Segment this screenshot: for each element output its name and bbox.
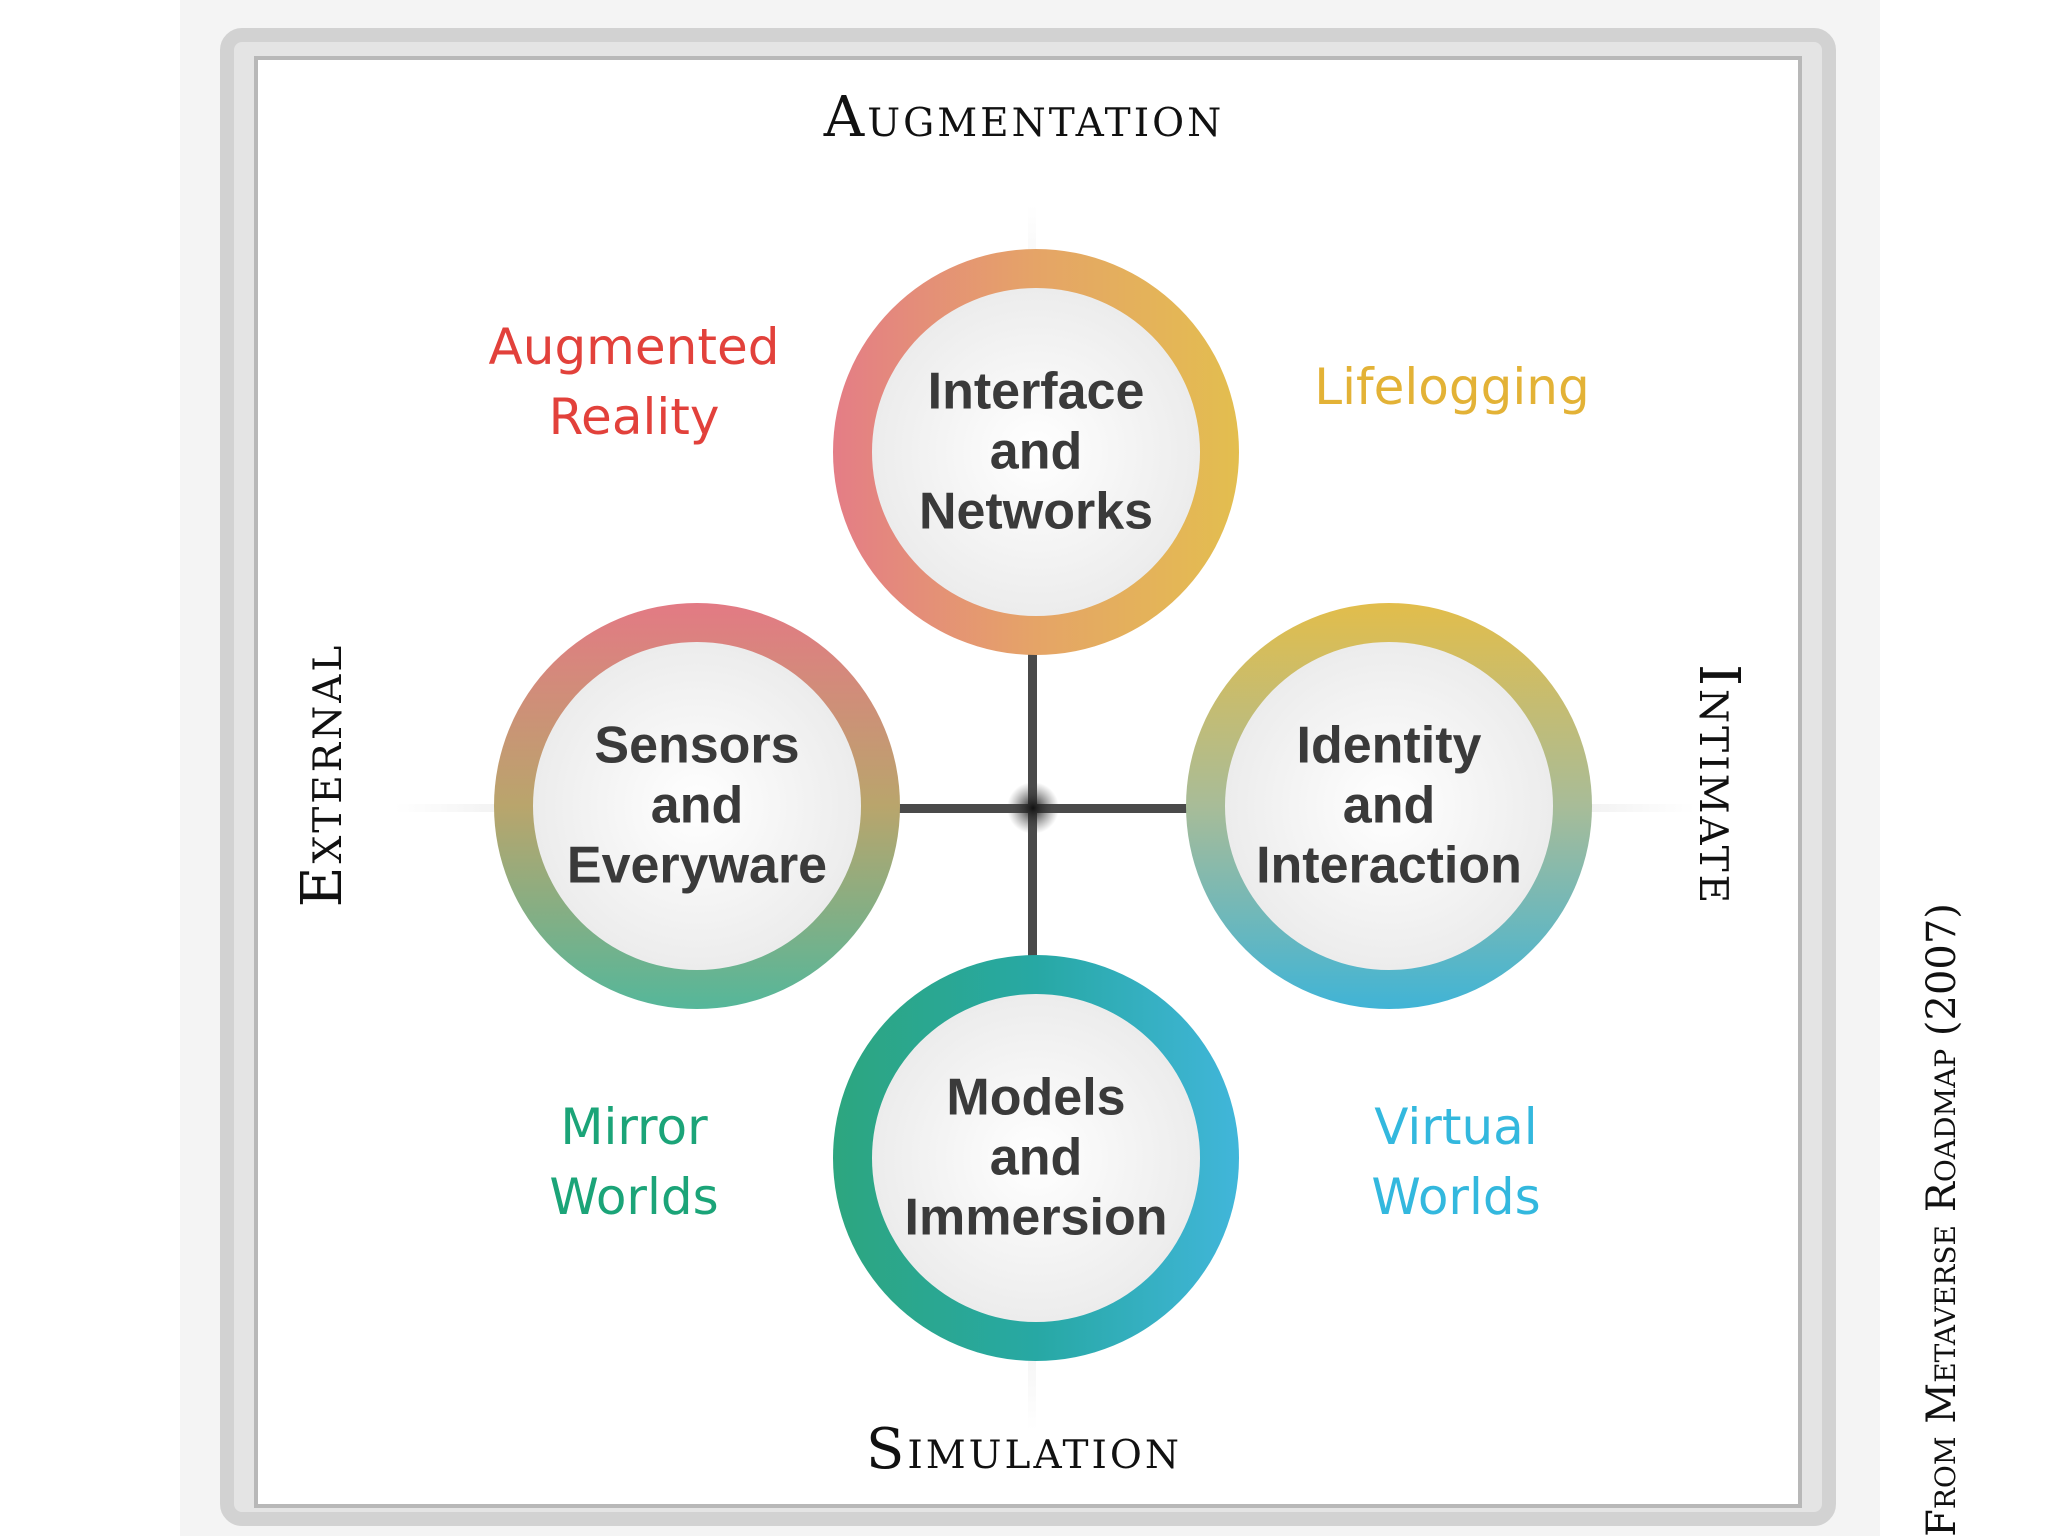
quadrant-label-line: Mirror (560, 1098, 708, 1156)
circle-label-line: Sensors (594, 716, 800, 775)
circle-sensors-everyware (494, 603, 900, 1009)
circle-label-models-immersion: Models and Immersion (905, 1068, 1168, 1247)
quadrant-label-line: Lifelogging (1314, 358, 1590, 416)
circle-label-line: Networks (918, 481, 1154, 540)
source-credit: From Metaverse Roadmap (2007) (1919, 903, 1965, 1537)
quadrant-label-line: Worlds (1371, 1168, 1541, 1226)
circle-label-identity-interaction: Identity and Interaction (1256, 716, 1522, 895)
circle-models-immersion (833, 955, 1239, 1361)
quadrant-label-line: Virtual (1374, 1098, 1538, 1156)
circle-label-interface-networks: Interface and Networks (919, 362, 1153, 541)
circle-label-line: Interface (927, 362, 1145, 421)
axis-label-augmentation: Augmentation (823, 85, 1225, 150)
circle-label-line: Everyware (566, 835, 828, 894)
circle-label-line: Models (946, 1068, 1126, 1127)
quadrant-lifelogging: Lifelogging (1314, 352, 1589, 422)
quadrant-label-line: Augmented (488, 318, 780, 376)
quadrant-label-line: Worlds (549, 1168, 719, 1226)
circle-label-line: Interaction (1256, 835, 1522, 894)
center-hub (1007, 782, 1059, 834)
quadrant-virtual-worlds: Virtual Worlds (1371, 1092, 1540, 1232)
circle-label-line: and (1342, 776, 1436, 835)
quadrant-label-line: Reality (548, 388, 720, 446)
axis-label-simulation: Simulation (865, 1417, 1183, 1482)
axis-label-intimate: Intimate (1686, 663, 1751, 907)
circle-label-line: and (989, 1128, 1083, 1187)
axis-label-external: External (290, 642, 355, 908)
circle-label-line: Immersion (904, 1187, 1168, 1246)
quadrant-augmented-reality: Augmented Reality (489, 312, 780, 452)
circle-label-line: and (650, 776, 744, 835)
circle-label-line: and (989, 422, 1083, 481)
circle-label-line: Identity (1296, 716, 1482, 775)
circle-identity-interaction (1186, 603, 1592, 1009)
circle-label-sensors-everyware: Sensors and Everyware (567, 716, 827, 895)
circle-interface-networks (833, 249, 1239, 655)
quadrant-mirror-worlds: Mirror Worlds (549, 1092, 718, 1232)
